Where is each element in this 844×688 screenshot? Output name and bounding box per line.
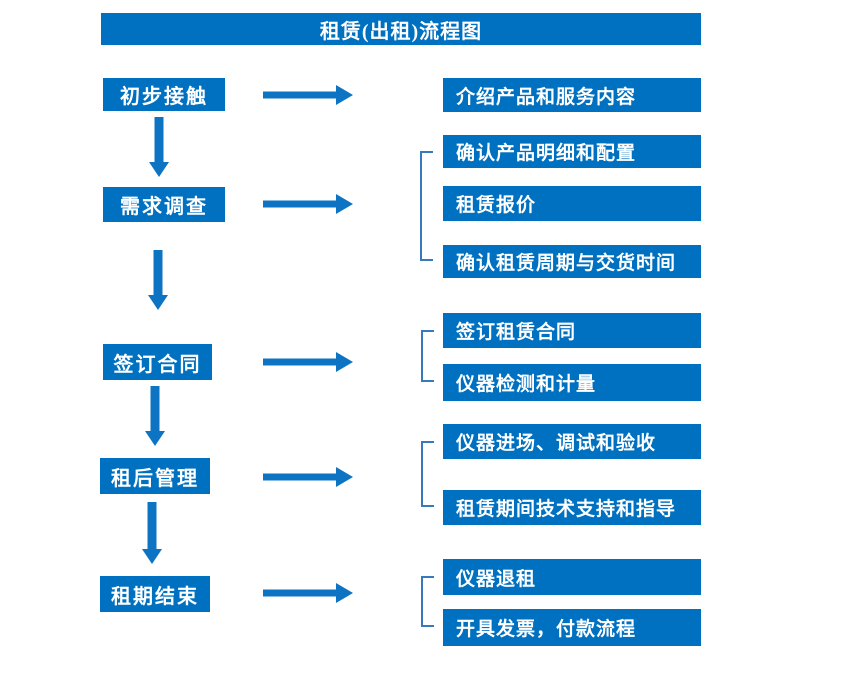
output-box-instrument-return: 仪器退租 bbox=[443, 559, 701, 595]
right-arrow-shaft bbox=[263, 589, 338, 597]
down-arrowhead-icon bbox=[148, 295, 168, 310]
right-arrow-5 bbox=[263, 583, 353, 603]
output-box-confirm-rental-period: 确认租赁周期与交货时间 bbox=[443, 245, 701, 278]
right-arrowhead-icon bbox=[336, 583, 353, 603]
right-arrowhead-icon bbox=[336, 467, 353, 487]
output-box-technical-support: 租赁期间技术支持和指导 bbox=[443, 490, 701, 525]
flowchart-title: 租赁(出租)流程图 bbox=[101, 13, 701, 45]
stage-box-initial-contact: 初步接触 bbox=[103, 78, 225, 111]
output-box-sign-rental-contract: 签订租赁合同 bbox=[443, 313, 701, 348]
right-arrow-shaft bbox=[263, 91, 338, 99]
right-arrow-3 bbox=[263, 352, 353, 372]
right-arrowhead-icon bbox=[336, 194, 353, 214]
right-arrowhead-icon bbox=[336, 85, 353, 105]
stage-box-sign-contract: 签订合同 bbox=[103, 344, 212, 380]
group-bracket-demand-survey bbox=[420, 151, 433, 261]
output-box-introduce-products: 介绍产品和服务内容 bbox=[443, 78, 701, 112]
right-arrow-4 bbox=[263, 467, 353, 487]
down-arrow-3 bbox=[145, 386, 165, 446]
down-arrow-shaft bbox=[154, 117, 164, 163]
down-arrow-shaft bbox=[153, 250, 163, 296]
output-box-rental-quotation: 租赁报价 bbox=[443, 186, 701, 221]
down-arrowhead-icon bbox=[145, 431, 165, 446]
right-arrow-1 bbox=[263, 85, 353, 105]
down-arrow-shaft bbox=[147, 502, 157, 550]
right-arrow-2 bbox=[263, 194, 353, 214]
right-arrowhead-icon bbox=[336, 352, 353, 372]
output-box-instrument-inspection: 仪器检测和计量 bbox=[443, 364, 701, 401]
down-arrow-1 bbox=[149, 117, 169, 177]
down-arrow-2 bbox=[148, 250, 168, 310]
down-arrow-shaft bbox=[150, 386, 160, 432]
output-box-confirm-product-details: 确认产品明细和配置 bbox=[443, 135, 701, 168]
right-arrow-shaft bbox=[263, 200, 338, 208]
output-box-instrument-setup-acceptance: 仪器进场、调试和验收 bbox=[443, 424, 701, 459]
group-bracket-post-rental bbox=[421, 441, 434, 507]
right-arrow-shaft bbox=[263, 358, 338, 366]
right-arrow-shaft bbox=[263, 473, 338, 481]
stage-box-demand-survey: 需求调查 bbox=[103, 187, 225, 222]
down-arrow-4 bbox=[142, 502, 162, 564]
down-arrowhead-icon bbox=[142, 549, 162, 564]
down-arrowhead-icon bbox=[149, 162, 169, 177]
group-bracket-sign-contract bbox=[421, 330, 434, 382]
output-box-invoice-payment: 开具发票，付款流程 bbox=[443, 609, 701, 646]
group-bracket-lease-end bbox=[421, 576, 434, 627]
stage-box-post-rental-management: 租后管理 bbox=[100, 458, 210, 494]
stage-box-lease-end: 租期结束 bbox=[100, 576, 210, 612]
